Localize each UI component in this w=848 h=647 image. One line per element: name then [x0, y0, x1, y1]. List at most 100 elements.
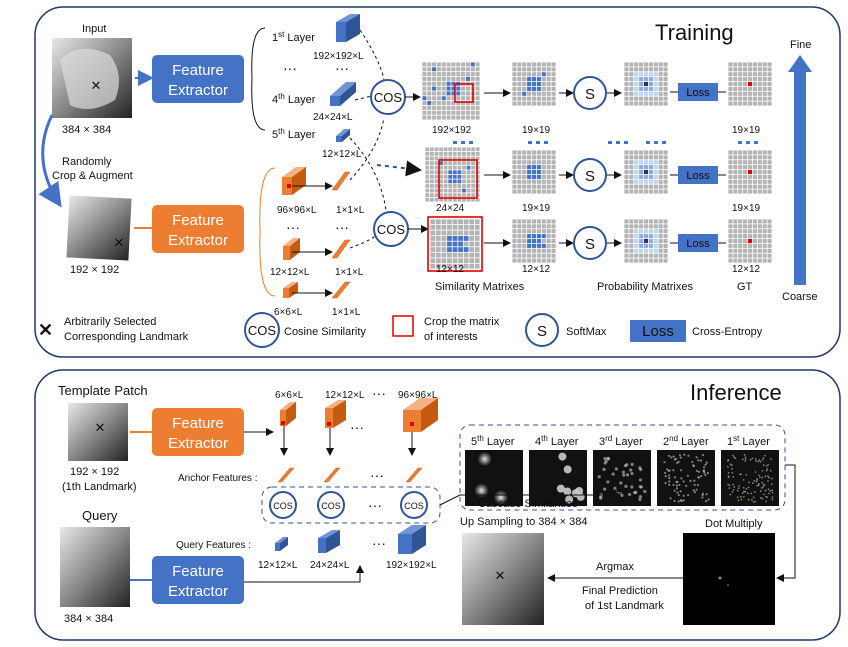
query-cube-12: [275, 537, 288, 551]
blue-cube-5th-layer: [336, 129, 350, 142]
layer-map-label-2: 3rd Layer: [599, 434, 643, 448]
query-cube-24: [318, 530, 340, 553]
sim-matrixes-label: Similarity Matrixes: [435, 281, 525, 293]
crop-feat-size-96: 96×96×L: [277, 205, 317, 216]
sim-size-1: 192×192: [432, 125, 472, 136]
layer-1-label: 1st Layer: [272, 30, 315, 44]
svg-text:192×192×L: 192×192×L: [386, 560, 437, 571]
brace-blue: [251, 27, 266, 131]
softmax-circle-1: S: [573, 76, 607, 110]
prob-matrix-19-a: [624, 62, 668, 106]
crop-matrix-19-b: [512, 150, 556, 194]
input-size: 384 × 384: [62, 124, 111, 136]
layer-4-label: 4th Layer: [272, 92, 316, 106]
layer-ellipsis-2: ···: [335, 60, 349, 76]
gt-size-3: 12×12: [732, 264, 761, 275]
inference-title: Inference: [690, 380, 782, 405]
crop-arrow: [38, 114, 62, 208]
feature-extractor-orange-inference: Feature Extractor: [152, 408, 244, 456]
anchor-1: [277, 467, 295, 483]
crop-size-3: 12×12: [522, 264, 551, 275]
blue-cube-4th-layer: [330, 82, 356, 106]
input-landmark-marker: ✕: [91, 78, 102, 93]
crop-feat-size-12: 12×12×L: [270, 267, 310, 278]
crop-feat-size-6: 6×6×L: [274, 307, 303, 318]
dot-multiply-label: Dot Multiply: [705, 518, 763, 530]
cos-circle-top: COS: [370, 79, 406, 115]
crop-rect-3: [427, 216, 483, 272]
cascade-label: Cascade Similarities: [478, 498, 578, 510]
svg-text:Extractor: Extractor: [168, 435, 228, 452]
svg-text:···: ···: [372, 385, 386, 401]
legend-cos-icon: COS: [244, 312, 280, 348]
orange-anchor-2: [331, 239, 351, 259]
coarse-label: Coarse: [782, 291, 817, 303]
crop-matrix-12: [512, 219, 556, 263]
legend-landmark-1: Arbitrarily Selected: [64, 316, 156, 328]
crop-landmark-marker: ✕: [114, 235, 125, 250]
sim-matrix-24: [425, 147, 480, 202]
svg-text:Feature: Feature: [172, 563, 224, 580]
orange-anchor-1: [331, 171, 351, 191]
gt-size-2: 19×19: [732, 203, 761, 214]
orange-cube-6: [283, 282, 298, 298]
final-prediction-1: Final Prediction: [582, 585, 658, 597]
svg-text:12×12×L: 12×12×L: [258, 560, 298, 571]
prob-matrixes-label: Probability Matrixes: [597, 281, 693, 293]
svg-text:S: S: [585, 236, 595, 253]
svg-text:12×12×L: 12×12×L: [325, 390, 365, 401]
feature-extractor-blue-training: Feature Extractor: [152, 55, 244, 103]
loss-box-3: Loss: [678, 234, 718, 252]
crop-label-1: Randomly: [62, 156, 112, 168]
gt-matrix-19-a: [728, 62, 772, 106]
crop-rect-2: [438, 159, 478, 199]
svg-text:···: ···: [368, 497, 382, 513]
upsample-label: Up Sampling to 384 × 384: [460, 516, 588, 528]
query-size: 384 × 384: [64, 613, 113, 625]
orange-cube-12: [283, 238, 300, 260]
svg-text:···: ···: [286, 219, 300, 235]
inf-cos-2: COS: [317, 491, 345, 519]
query-features-label: Query Features :: [176, 540, 251, 551]
input-xray-image: [52, 38, 132, 118]
fine-coarse-arrow: [788, 55, 812, 285]
svg-text:24×24×L: 24×24×L: [310, 560, 350, 571]
svg-text:···: ···: [370, 467, 384, 483]
prediction-landmark-marker: ✕: [495, 568, 506, 583]
softmax-circle-2: S: [573, 158, 607, 192]
cascade-arrow: [439, 484, 624, 506]
svg-text:Feature: Feature: [172, 62, 224, 79]
svg-text:96×96×L: 96×96×L: [398, 390, 438, 401]
template-landmark-marker: ✕: [95, 420, 106, 435]
svg-text:···: ···: [372, 535, 386, 551]
prob-matrix-19-b: [624, 150, 668, 194]
gt-matrix-19-b: [728, 150, 772, 194]
layer-5-size: 12×12×L: [322, 149, 362, 160]
svg-text:Loss: Loss: [686, 170, 710, 182]
crop-size: 192 × 192: [70, 264, 119, 276]
layer-map-label-4: 1st Layer: [727, 434, 770, 448]
anchor-features-label: Anchor Features :: [178, 473, 257, 484]
orange-anchor-3: [331, 281, 351, 299]
svg-text:···: ···: [350, 419, 364, 435]
blue-cube-1st-layer: [336, 14, 360, 42]
final-prediction-2: of 1st Landmark: [585, 600, 664, 612]
inference-orange-cube-96: [403, 398, 438, 432]
svg-text:COS: COS: [374, 90, 403, 105]
brace-orange: [259, 167, 276, 297]
svg-text:Loss: Loss: [686, 87, 710, 99]
legend-cos-label: Cosine Similarity: [284, 326, 366, 338]
svg-text:COS: COS: [377, 222, 406, 237]
legend-loss-icon: Loss: [630, 320, 686, 342]
layer-1-size: 192×192×L: [313, 51, 364, 62]
input-label: Input: [82, 23, 106, 35]
cos-circle-bottom: COS: [373, 211, 409, 247]
legend-landmark-icon: ✕: [38, 320, 53, 340]
svg-text:Extractor: Extractor: [168, 232, 228, 249]
crop-size-2: 19×19: [522, 203, 551, 214]
svg-text:Feature: Feature: [172, 212, 224, 229]
legend-softmax-icon: S: [525, 313, 559, 347]
legend-landmark-2: Corresponding Landmark: [64, 331, 189, 343]
layer-4-size: 24×24×L: [313, 112, 353, 123]
